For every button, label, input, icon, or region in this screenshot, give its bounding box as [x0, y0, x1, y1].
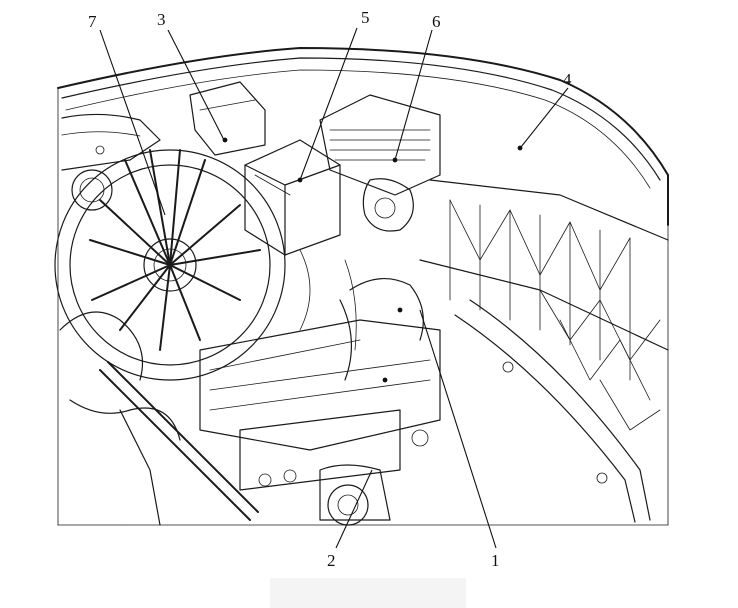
- callout-6: 6: [432, 12, 441, 31]
- relay-box: [244, 139, 341, 256]
- front-crossmember: [419, 145, 669, 523]
- leader-1: [419, 309, 497, 549]
- leader-6: [394, 29, 433, 161]
- callout-2: 2: [327, 551, 336, 570]
- callout-5: 5: [361, 8, 370, 27]
- engine-block: [99, 277, 441, 521]
- caption-strip: [270, 578, 466, 608]
- callout-3: 3: [157, 10, 166, 29]
- leader-2: [335, 469, 373, 549]
- callout-labels: 1 2 3 4 5 6 7: [88, 8, 572, 570]
- leader-lines: [99, 27, 569, 549]
- callout-4: 4: [563, 70, 572, 89]
- leader-4: [520, 87, 569, 148]
- upper-left-bracket: [189, 81, 266, 156]
- engine-bay-illustration: [54, 47, 669, 526]
- lower-pump: [319, 429, 429, 526]
- cooling-fan: [54, 149, 286, 381]
- intake-assembly: [319, 94, 441, 232]
- callout-7: 7: [88, 12, 97, 31]
- leader-5: [299, 27, 358, 181]
- callout-1: 1: [491, 551, 500, 570]
- leader-7: [99, 29, 166, 216]
- leader-3: [167, 29, 225, 141]
